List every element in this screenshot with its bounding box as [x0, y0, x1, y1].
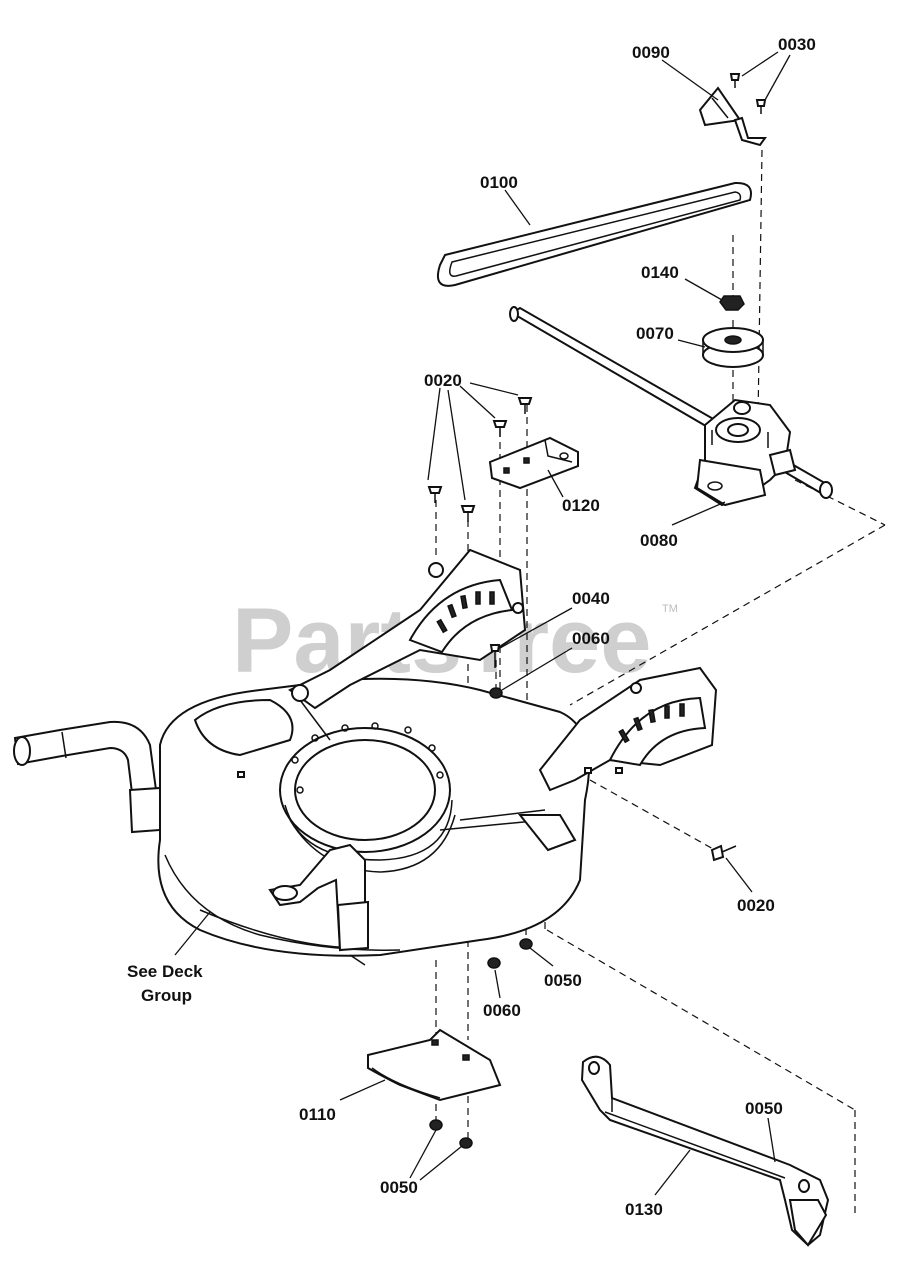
watermark-tm: TM	[662, 603, 678, 615]
label-0060-mid: 0060	[572, 629, 610, 648]
label-0050-right: 0050	[745, 1099, 783, 1118]
mower-deck	[13, 548, 718, 966]
part-0020-bolts[interactable]	[427, 397, 737, 862]
part-0120-bracket[interactable]	[488, 436, 579, 490]
part-0100-belt[interactable]	[436, 181, 752, 287]
part-0030-screw[interactable]	[729, 73, 767, 114]
label-0040: 0040	[572, 589, 610, 608]
label-0110: 0110	[299, 1105, 336, 1124]
label-0120: 0120	[562, 496, 600, 515]
label-0090: 0090	[632, 43, 670, 62]
part-0060-nut-low[interactable]	[487, 957, 501, 969]
label-0020-top: 0020	[424, 371, 462, 390]
label-0140: 0140	[641, 263, 679, 282]
label-0020-right: 0020	[737, 896, 775, 915]
leader-lines	[174, 51, 791, 1196]
part-0110-shield[interactable]	[367, 1028, 502, 1102]
part-0140-nut[interactable]	[719, 295, 745, 311]
label-0050-low: 0050	[380, 1178, 418, 1197]
part-0080-transmission[interactable]	[693, 398, 797, 507]
part-0060-nut-mid[interactable]	[489, 687, 503, 699]
part-labels: 0090 0030 0100 0140 0070 0020 0120 0080 …	[127, 35, 816, 1219]
label-0060-low: 0060	[483, 1001, 521, 1020]
label-0050-mid: 0050	[544, 971, 582, 990]
label-see-deck: See Deck	[127, 962, 203, 981]
part-0040-bolt[interactable]	[489, 644, 501, 668]
part-0090-bail[interactable]	[698, 86, 767, 147]
label-0100: 0100	[480, 173, 518, 192]
label-0070: 0070	[636, 324, 674, 343]
part-0130-bracket[interactable]	[580, 1055, 830, 1247]
label-group: Group	[141, 986, 192, 1005]
label-0130: 0130	[625, 1200, 663, 1219]
label-0030: 0030	[778, 35, 816, 54]
label-0080: 0080	[640, 531, 678, 550]
part-0070-pulley[interactable]	[702, 327, 764, 368]
